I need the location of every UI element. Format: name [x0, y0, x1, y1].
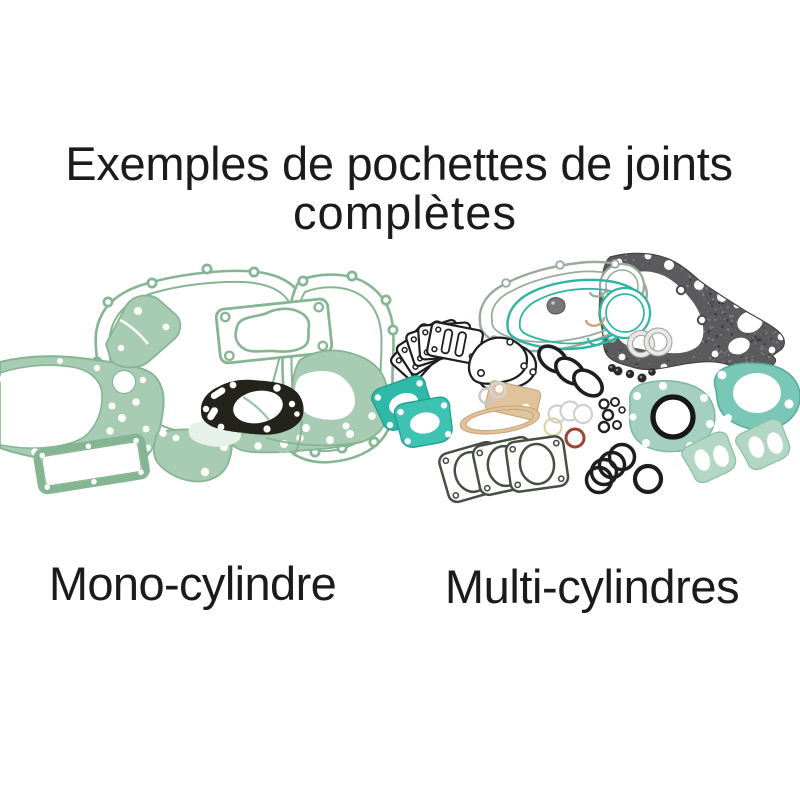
svg-text:Mono-cylindre: Mono-cylindre	[49, 557, 336, 610]
svg-text:complètes: complètes	[293, 186, 517, 239]
svg-text:Exemples de pochettes de joint: Exemples de pochettes de joints	[65, 137, 732, 190]
svg-text:Multi-cylindres: Multi-cylindres	[445, 560, 739, 613]
